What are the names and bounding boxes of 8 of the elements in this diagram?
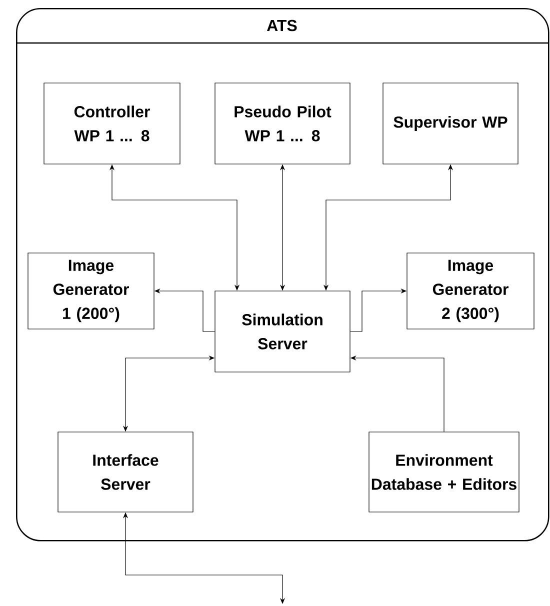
process-box: Environment Database + Editors [368, 432, 520, 512]
process-box: Pseudo Pilot WP 1 ... 8 [214, 82, 350, 164]
process-box: Image Generator 1 (200°) [28, 252, 154, 330]
process-box: Simulation Server [214, 290, 350, 372]
process-box: Supervisor WP [382, 82, 518, 164]
process-box: Image Generator 2 (300°) [406, 252, 534, 330]
process-box: Interface Server [58, 432, 194, 512]
process-box: Controller WP 1 ... 8 [44, 82, 180, 164]
